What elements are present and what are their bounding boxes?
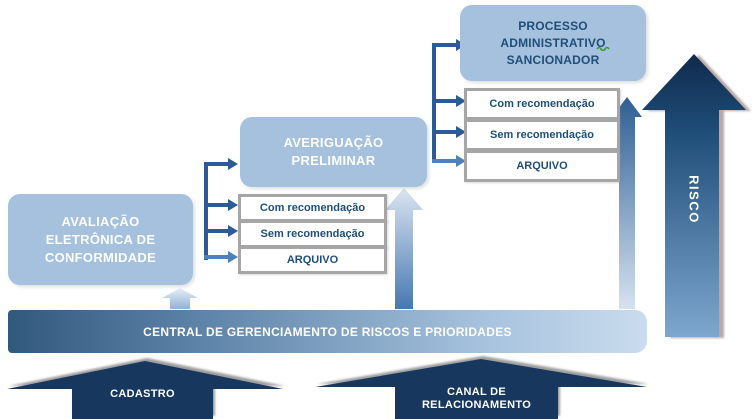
cadastro-arrow-label: CADASTRO	[110, 388, 175, 400]
stage-box-processo-sancionador: PROCESSO ADMINISTRATIVO SANCIONADOR	[460, 5, 646, 81]
cadastro-arrow	[7, 361, 283, 419]
outcome-box-top-arquivo: ARQUIVO	[464, 150, 620, 182]
connector-right	[432, 39, 466, 167]
spellcheck-squiggle-icon	[596, 46, 610, 51]
canal-relacionamento-arrow-label: CANAL DE RELACIONAMENTO	[421, 386, 532, 411]
canal-relacionamento-arrow	[315, 359, 647, 419]
risk-arrow-label: RISCO	[686, 175, 702, 224]
connector-left	[204, 158, 238, 263]
outcome-box-top-sem-recomendacao: Sem recomendação	[464, 119, 620, 151]
outcome-box-mid-com-recomendacao: Com recomendação	[238, 194, 387, 222]
outcome-box-mid-arquivo: ARQUIVO	[238, 246, 387, 274]
central-bar: CENTRAL DE GERENCIAMENTO DE RISCOS E PRI…	[8, 310, 647, 353]
stage-box-averiguacao-preliminar: AVERIGUAÇÃO PRELIMINAR	[240, 117, 427, 187]
outcome-box-mid-sem-recomendacao: Sem recomendação	[238, 220, 387, 248]
outcome-box-top-com-recomendacao: Com recomendação	[464, 88, 620, 120]
risk-arrow	[642, 54, 746, 337]
stage-box-avaliacao-eletronica: AVALIAÇÃO ELETRÔNICA DE CONFORMIDADE	[8, 194, 193, 285]
flow-arrow-medium	[385, 188, 423, 309]
flow-arrow-small	[162, 288, 198, 309]
